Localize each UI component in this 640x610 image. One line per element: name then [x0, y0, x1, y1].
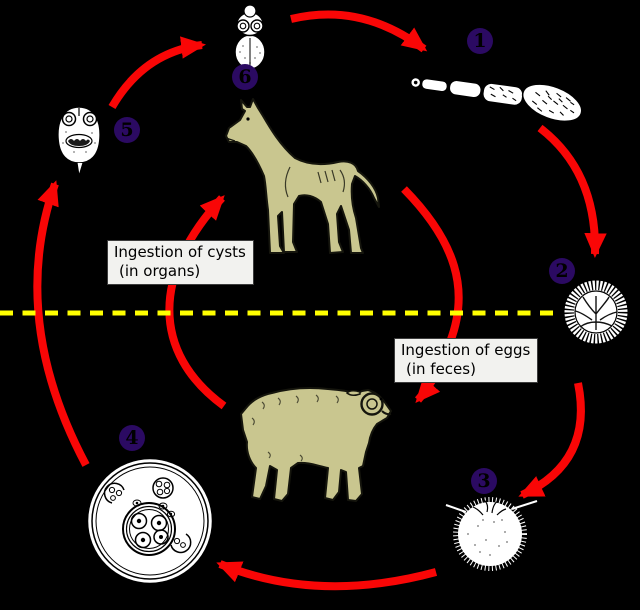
adult-tapeworm-icon [409, 76, 583, 123]
arrow-2-to-3 [518, 382, 585, 499]
stage-badge-3: 3 [471, 468, 497, 494]
egg-icon [563, 279, 629, 345]
protoscolex-icon [57, 106, 101, 177]
stage-badge-1: 1 [467, 28, 493, 54]
arrow-4-to-5 [33, 180, 90, 467]
stage-badge-6: 6 [232, 64, 258, 90]
arrow-5-to-6 [108, 36, 206, 110]
label-ingestion-of-eggs: Ingestion of eggs (in feces) [394, 338, 539, 383]
stage-badge-4: 4 [119, 425, 145, 451]
label-eggs-line1: Ingestion of eggs [401, 341, 531, 359]
oncosphere-icon [445, 497, 538, 571]
cycle-arrows [33, 10, 607, 591]
label-ingestion-of-cysts: Ingestion of cysts (in organs) [107, 240, 254, 285]
arrow-ingestion-of-cysts [165, 195, 227, 410]
label-eggs-line2: (in feces) [406, 360, 476, 378]
stage-badge-2: 2 [549, 258, 575, 284]
hydatid-cyst-icon [85, 456, 215, 586]
scolex-icon [234, 2, 266, 70]
label-cysts-line1: Ingestion of cysts [114, 243, 246, 261]
stage-badge-5: 5 [114, 117, 140, 143]
dog-illustration [225, 98, 380, 254]
arrow-1-to-2 [537, 124, 607, 258]
sheep-illustration [240, 387, 392, 502]
arrow-6-to-1 [290, 10, 428, 53]
label-cysts-line2: (in organs) [119, 262, 201, 280]
arrow-3-to-4 [216, 560, 438, 591]
